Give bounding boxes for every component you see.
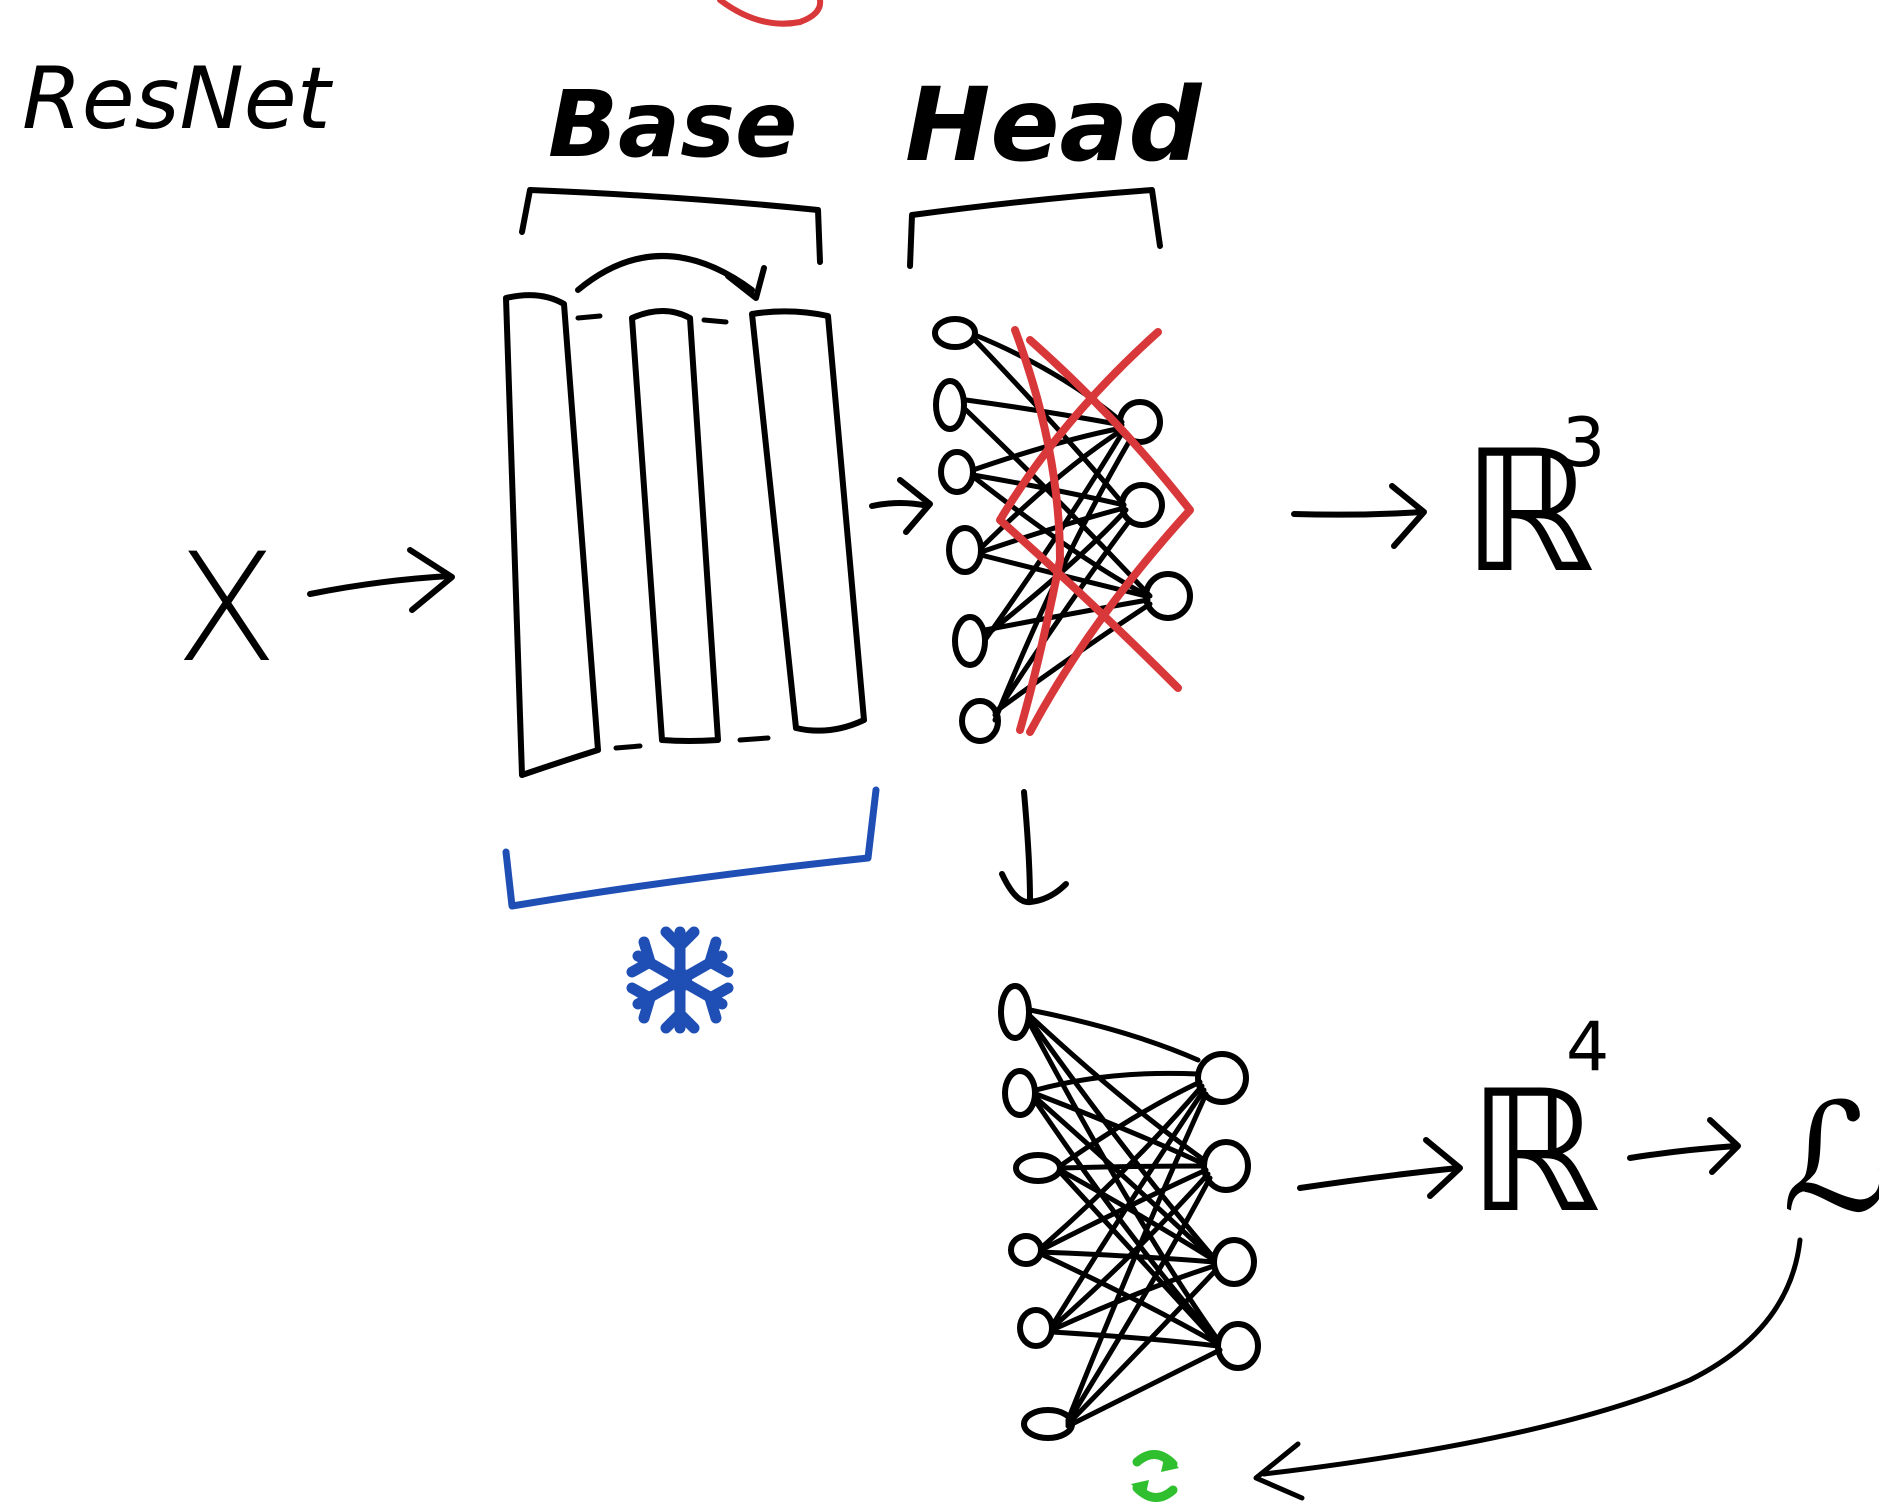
base-block-2 [629,308,721,744]
new-head-input-node-2 [1002,1068,1038,1118]
base-link-top-2 [701,317,729,325]
input-x: X [175,522,278,696]
head-output-node-3 [1143,571,1193,621]
base-block-1 [503,292,601,778]
red-circle-fragment [717,0,824,27]
arrow-new-head-to-output [1297,1137,1463,1199]
head-input-node-6 [959,698,1001,744]
new-head-output-node-1 [1195,1051,1249,1105]
head-input-node-3 [938,449,976,495]
base-link-bot-1 [613,743,643,751]
arrow-output-to-loss [1627,1117,1741,1175]
frozen-bracket [502,786,880,910]
base-label: Base [548,71,797,178]
snowflake-icon [626,926,734,1034]
arrow-base-to-head [869,477,933,535]
base-link-top-1 [575,313,603,321]
arrow-x-to-base [307,547,455,613]
base-block-3 [749,308,867,734]
head-bracket [907,187,1163,269]
new-head-input-node-3 [1013,1152,1063,1184]
loss-symbol: ℒ [1782,1072,1879,1246]
arrow-to-new-head [999,789,1069,906]
new-head-output-node-3 [1211,1237,1257,1287]
new-head-output-node-2 [1201,1139,1251,1193]
output-r4-exponent: 4 [1566,1008,1609,1087]
refresh-icon [1131,1450,1179,1502]
base-bracket [519,187,823,265]
base-blocks [503,292,867,778]
base-link-bot-2 [737,735,771,743]
head-input-node-4 [946,525,984,575]
head-cross-out [996,326,1194,736]
new-head-output-node-4 [1215,1321,1261,1371]
new-head-connections [1027,1007,1223,1429]
backprop-arrow [1253,1237,1803,1501]
output-r3-symbol: ℝ [1462,414,1595,610]
head-input-node-1 [932,316,978,350]
arrow-head-to-output [1291,483,1427,549]
new-head-input-node-5 [1017,1307,1055,1349]
new-head [998,983,1261,1441]
skip-connection-arrow [575,253,767,301]
head-input-node-2 [933,378,967,432]
new-head-input-node-1 [998,983,1032,1041]
new-head-input-node-6 [1021,1407,1075,1441]
output-r3-exponent: 3 [1562,404,1605,483]
new-head-input-node-4 [1008,1233,1044,1267]
output-r4-symbol: ℝ [1468,1054,1601,1250]
title-text: ResNet [22,49,334,149]
head-input-node-5 [952,614,988,668]
head-label: Head [905,66,1202,185]
